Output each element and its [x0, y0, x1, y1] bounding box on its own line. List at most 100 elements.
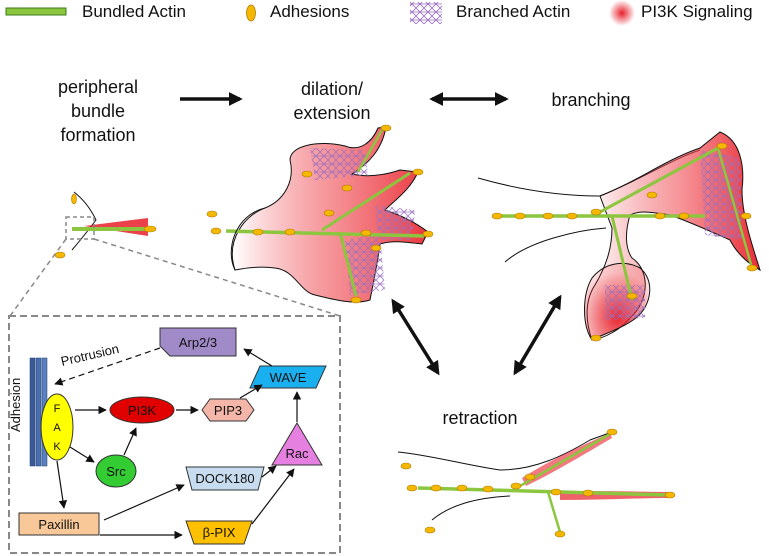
- stage-arrows: [180, 92, 562, 376]
- peripheral-adhesion-1: [71, 193, 77, 205]
- adhesion: [746, 264, 758, 272]
- adhesion: [590, 208, 602, 216]
- pi3k-signaling-legend-label: PI3K Signaling: [641, 2, 753, 21]
- dilation-branched-actin-1: [310, 148, 368, 180]
- peripheral-neurite-outline: [71, 191, 97, 251]
- dilation-cell-left-edge: [230, 207, 266, 271]
- dock180-label: DOCK180: [195, 471, 254, 486]
- fak-label-f: F: [54, 403, 61, 415]
- peripheral-label-line-1: peripheral: [58, 77, 138, 97]
- dilation-cell: [206, 124, 434, 304]
- adhesion: [206, 210, 218, 218]
- retraction-outline-top: [397, 431, 613, 471]
- adhesion: [566, 212, 578, 220]
- adhesion: [301, 170, 313, 178]
- adhesion: [654, 212, 666, 220]
- adhesion: [606, 428, 618, 436]
- adhesion: [341, 184, 353, 192]
- adhesion: [554, 530, 566, 538]
- dilation-label-line-1: dilation/: [301, 79, 363, 99]
- adhesion: [664, 491, 676, 499]
- arp23-node: [159, 327, 237, 357]
- fak-to-src-arrow: [69, 446, 95, 463]
- dilation-bundled-actin-branch-1: [321, 171, 411, 232]
- adhesion: [456, 484, 468, 492]
- dilation-bundled-actin-branch-2: [338, 231, 358, 297]
- zoom-line-left: [9, 238, 67, 317]
- retraction-outline-bottom: [431, 495, 511, 521]
- adhesion: [491, 212, 503, 220]
- adhesion-bar-1: [29, 357, 36, 467]
- paxillin-to-dock180-arrow: [103, 484, 185, 521]
- pi3k-node: [109, 396, 175, 424]
- pathway-arrows: [56, 348, 302, 540]
- branching-cell: [477, 131, 761, 342]
- branched-actin-legend-swatch: [410, 2, 442, 24]
- fak-label-a: A: [53, 422, 61, 434]
- branching-adhesions: [491, 142, 758, 342]
- paxillin-label: Paxillin: [38, 517, 79, 532]
- adhesion: [370, 244, 382, 252]
- wave-label: WAVE: [270, 370, 307, 385]
- dilation-branched-actin-3: [375, 205, 415, 240]
- adhesion: [360, 229, 372, 237]
- adhesion: [740, 212, 752, 220]
- branching-outline-bottom: [504, 227, 607, 263]
- bundled-actin-legend-label: Bundled Actin: [82, 2, 186, 21]
- pi3k-label: PI3K: [128, 403, 157, 418]
- legend: Bundled Actin Adhesions Branched Actin P…: [5, 0, 753, 26]
- adhesion: [524, 473, 536, 481]
- adhesion: [406, 484, 418, 492]
- dilation-branched-actin-2: [345, 235, 385, 295]
- fak-label-k: K: [53, 441, 61, 453]
- dilation-adhesions: [206, 124, 434, 304]
- adhesion: [284, 228, 296, 236]
- dock180-node: [185, 466, 265, 491]
- retraction-cell: [397, 428, 676, 538]
- peripheral-label-line-2: bundle: [71, 101, 125, 121]
- adhesion: [626, 292, 638, 300]
- bpix-node: [185, 520, 253, 545]
- dilation-label-line-2: extension: [293, 103, 370, 123]
- adhesion: [412, 168, 424, 176]
- signaling-pathway-inset: Adhesion F A K Protrusion Arp2/3 WAVE PI…: [8, 315, 341, 554]
- adhesion-label: Adhesion: [8, 378, 23, 432]
- peripheral-bundle-neurite: [9, 191, 341, 317]
- adhesion: [424, 526, 436, 534]
- wave-node: [249, 365, 327, 389]
- bundled-actin-legend-swatch: [5, 7, 67, 16]
- adhesion: [590, 334, 602, 342]
- arrow-branching-retraction: [513, 294, 562, 376]
- dock180-to-rac-arrow: [261, 465, 277, 478]
- adhesion: [350, 296, 362, 304]
- branching-bundled-actin-diag: [599, 146, 719, 214]
- adhesion: [380, 124, 392, 132]
- adhesion: [510, 482, 522, 490]
- stage-labels: peripheral bundle formation dilation/ ex…: [58, 77, 631, 428]
- adhesion: [550, 488, 562, 496]
- adhesion: [646, 191, 658, 199]
- branching-branched-actin-2: [605, 285, 645, 320]
- fak-node: [40, 393, 74, 461]
- pip3-label: PIP3: [214, 403, 242, 418]
- pi3k-signaling-legend-swatch: [609, 0, 635, 26]
- arp23-label: Arp2/3: [179, 335, 217, 350]
- retraction-label: retraction: [442, 408, 517, 428]
- protrusion-arrow: [54, 347, 161, 386]
- adhesion: [210, 227, 222, 235]
- adhesion: [400, 462, 412, 470]
- pathway-dashed-border: [8, 315, 341, 554]
- retraction-adhesions: [400, 428, 676, 538]
- adhesion: [323, 209, 335, 217]
- wave-to-arp23-arrow: [243, 348, 273, 367]
- dilation-bundled-actin-branch-3: [356, 129, 384, 173]
- adhesion: [678, 212, 690, 220]
- branching-branched-actin-1: [700, 150, 742, 240]
- src-label: Src: [106, 464, 126, 479]
- adhesion: [482, 485, 494, 493]
- bpix-label: β-PIX: [203, 525, 236, 540]
- branched-actin-legend-label: Branched Actin: [456, 2, 570, 21]
- adhesion: [430, 484, 442, 492]
- src-node: [95, 454, 137, 488]
